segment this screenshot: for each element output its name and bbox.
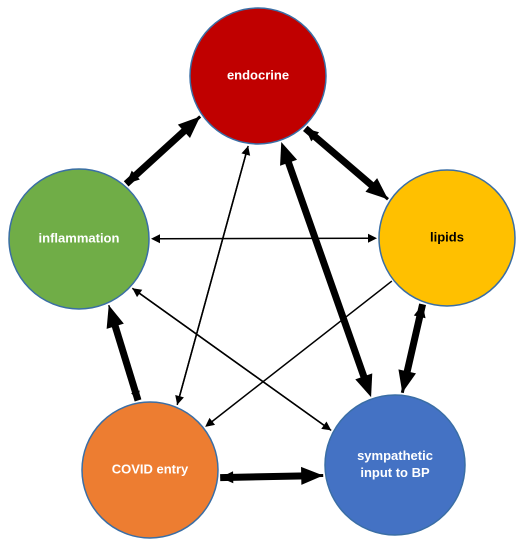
edge-line xyxy=(312,134,389,201)
node-label-sympathetic: sympathetic xyxy=(357,448,433,463)
arrowhead xyxy=(132,288,143,298)
edge-sympathetic-to-covid xyxy=(220,471,324,484)
nodes-layer: endocrine lipids sympathetic input to BP COV… xyxy=(8,7,516,539)
arrowhead xyxy=(150,234,161,244)
node-label-inflammation: inflammation xyxy=(39,230,120,245)
edge-lipids-to-covid xyxy=(205,280,393,427)
node-label-sympathetic: input to BP xyxy=(360,465,430,480)
arrowhead xyxy=(205,417,216,427)
edge-line xyxy=(137,291,332,432)
arrowhead xyxy=(126,170,140,184)
node-covid: COVID entry xyxy=(81,401,219,539)
node-sympathetic: sympathetic input to BP xyxy=(324,394,466,536)
node-label-endocrine: endocrine xyxy=(227,67,289,82)
edges-layer xyxy=(106,115,427,485)
node-label-lipids: lipids xyxy=(430,229,464,244)
edge-line xyxy=(283,157,369,382)
arrowhead xyxy=(220,471,234,484)
edge-line xyxy=(210,280,393,424)
node-circle-covid xyxy=(81,401,219,539)
edge-sympathetic-to-inflammation xyxy=(132,288,332,432)
edge-endocrine-to-sympathetic xyxy=(280,142,373,398)
edge-line xyxy=(400,314,422,394)
arrowhead xyxy=(413,304,426,319)
edge-covid-to-inflammation xyxy=(106,305,142,402)
edge-line xyxy=(158,237,370,240)
arrowhead xyxy=(367,233,378,243)
arrowhead xyxy=(280,142,298,166)
node-circle-endocrine xyxy=(189,7,327,145)
node-inflammation: inflammation xyxy=(8,168,150,310)
edge-line xyxy=(110,320,142,402)
arrowhead xyxy=(305,128,320,142)
node-endocrine: endocrine xyxy=(189,7,327,145)
node-circle-inflammation xyxy=(8,168,150,310)
edge-endocrine-to-inflammation xyxy=(126,115,202,184)
edge-line xyxy=(132,115,202,178)
node-lipids: lipids xyxy=(378,169,516,307)
edge-line xyxy=(230,473,324,479)
node-circle-lipids xyxy=(378,169,516,307)
edge-sympathetic-to-lipids xyxy=(400,304,426,394)
edge-covid-to-endocrine xyxy=(176,145,251,406)
arrowhead xyxy=(355,373,373,398)
arrowhead xyxy=(106,305,124,329)
edge-line xyxy=(176,152,247,406)
arrowhead xyxy=(241,145,251,156)
node-circle-sympathetic xyxy=(324,394,466,536)
node-label-covid: COVID entry xyxy=(112,461,189,476)
edge-lipids-to-endocrine xyxy=(305,128,389,201)
edge-inflammation-to-lipids xyxy=(150,233,378,244)
